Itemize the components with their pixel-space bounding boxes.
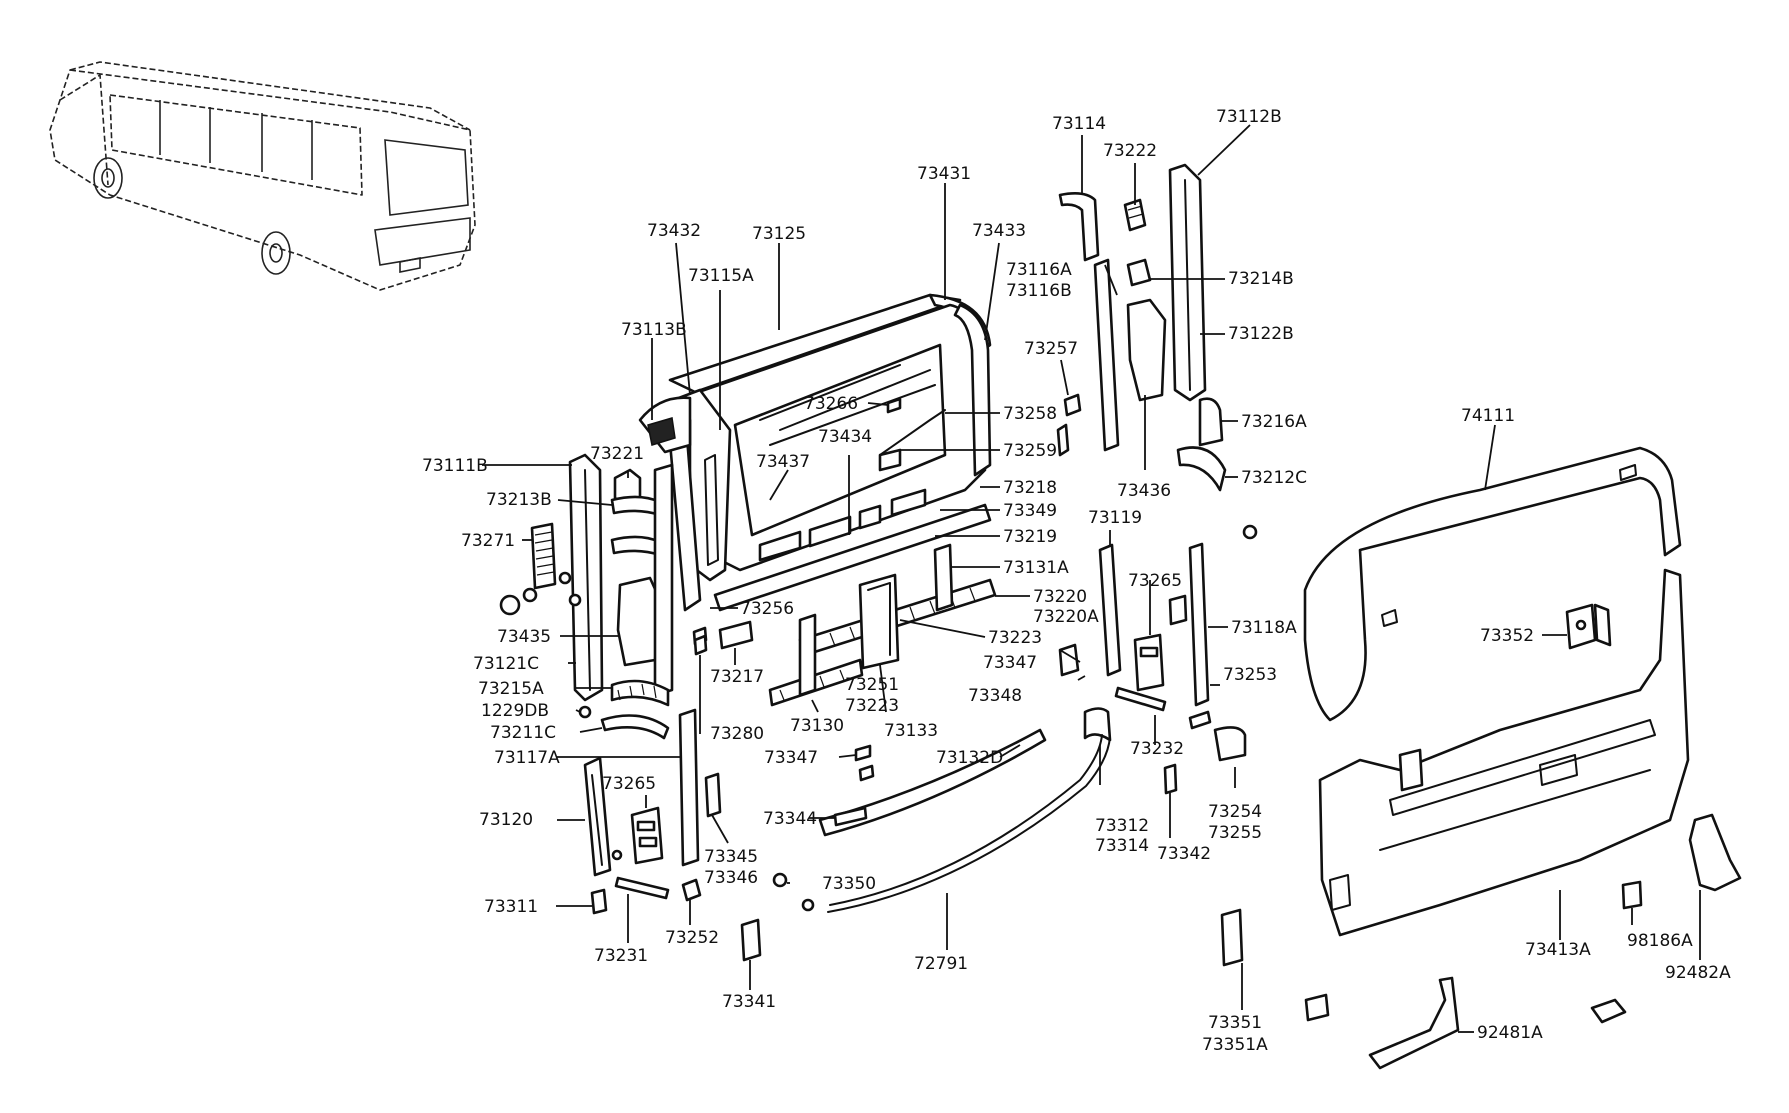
part-label: 73344 — [763, 809, 817, 829]
part-label: 73435 — [497, 627, 551, 647]
part-label: 73346 — [704, 868, 758, 888]
lower-trim — [818, 728, 1111, 913]
part-label: 73433 — [972, 221, 1026, 241]
part-label: 73351A — [1202, 1035, 1268, 1055]
part-label: 73122B — [1228, 324, 1294, 344]
rear-frame-assembly — [638, 293, 997, 707]
part-label: 73347 — [764, 748, 818, 768]
part-label: 74111 — [1461, 406, 1515, 426]
part-label: 73253 — [1223, 665, 1277, 685]
part-label: 73111B — [422, 456, 488, 476]
part-label: 92481A — [1477, 1023, 1543, 1043]
part-label: 73120 — [479, 810, 533, 830]
part-label: 73231 — [594, 946, 648, 966]
part-label: 73114 — [1052, 114, 1106, 134]
part-label: 73223 — [988, 628, 1042, 648]
part-label: 73352 — [1480, 626, 1534, 646]
part-label: 73259 — [1003, 441, 1057, 461]
rear-body-panels — [1220, 446, 1742, 1070]
part-label: 73132D — [936, 748, 1003, 768]
part-label: 73130 — [790, 716, 844, 736]
part-label: 73119 — [1088, 508, 1142, 528]
part-label: 73314 — [1095, 836, 1149, 856]
part-label: 73252 — [665, 928, 719, 948]
part-label: 73348 — [968, 686, 1022, 706]
part-label: 73345 — [704, 847, 758, 867]
part-label: 73436 — [1117, 481, 1171, 501]
part-label: 73221 — [590, 444, 644, 464]
part-label: 73341 — [722, 992, 776, 1012]
leader-lines — [482, 124, 1701, 1033]
part-label: 73220 — [1033, 587, 1087, 607]
part-label: 73131A — [1003, 558, 1069, 578]
part-label: 73256 — [740, 599, 794, 619]
left-pillar-components — [499, 453, 815, 962]
part-label: 73118A — [1231, 618, 1297, 638]
part-label: 73115A — [688, 266, 754, 286]
part-label: 73347 — [983, 653, 1037, 673]
part-label: 73258 — [1003, 404, 1057, 424]
part-label: 73213B — [486, 490, 552, 510]
part-label: 73211C — [490, 723, 556, 743]
part-label: 73218 — [1003, 478, 1057, 498]
part-label: 73116B — [1006, 281, 1072, 301]
part-label: 73133 — [884, 721, 938, 741]
part-label: 73434 — [818, 427, 872, 447]
part-label: 73312 — [1095, 816, 1149, 836]
part-label: 73342 — [1157, 844, 1211, 864]
part-label: 73280 — [710, 724, 764, 744]
part-label: 73223 — [845, 696, 899, 716]
part-label: 73251 — [845, 675, 899, 695]
part-label: 73112B — [1216, 107, 1282, 127]
part-label: 73116A — [1006, 260, 1072, 280]
right-pillar-components — [1056, 163, 1258, 795]
part-label: 73265 — [602, 774, 656, 794]
part-label: 98186A — [1627, 931, 1693, 951]
part-label: 73215A — [478, 679, 544, 699]
part-label: 73121C — [473, 654, 539, 674]
part-label: 73117A — [494, 748, 560, 768]
part-label: 73212C — [1241, 468, 1307, 488]
part-label: 73125 — [752, 224, 806, 244]
bus-overview — [49, 61, 476, 291]
part-label: 73350 — [822, 874, 876, 894]
part-label: 73311 — [484, 897, 538, 917]
part-label: 73217 — [710, 667, 764, 687]
part-label: 73432 — [647, 221, 701, 241]
part-label: 73232 — [1130, 739, 1184, 759]
part-label: 72791 — [914, 954, 968, 974]
part-label: 73254 — [1208, 802, 1262, 822]
part-label: 73216A — [1241, 412, 1307, 432]
part-label: 73431 — [917, 164, 971, 184]
part-label: 73413A — [1525, 940, 1591, 960]
part-label: 73349 — [1003, 501, 1057, 521]
part-label: 73220A — [1033, 607, 1099, 627]
part-label: 92482A — [1665, 963, 1731, 983]
part-label: 73265 — [1128, 571, 1182, 591]
part-label: 73437 — [756, 452, 810, 472]
part-label: 73351 — [1208, 1013, 1262, 1033]
part-label: 73271 — [461, 531, 515, 551]
part-label: 73266 — [804, 394, 858, 414]
part-label: 73255 — [1208, 823, 1262, 843]
part-label: 73257 — [1024, 339, 1078, 359]
part-labels: 73431 73432 73125 73433 73115A 73113B 73… — [422, 107, 1731, 1055]
part-label: 73222 — [1103, 141, 1157, 161]
part-label: 73113B — [621, 320, 687, 340]
part-label: 73214B — [1228, 269, 1294, 289]
part-label: 1229DB — [481, 701, 549, 721]
part-label: 73219 — [1003, 527, 1057, 547]
